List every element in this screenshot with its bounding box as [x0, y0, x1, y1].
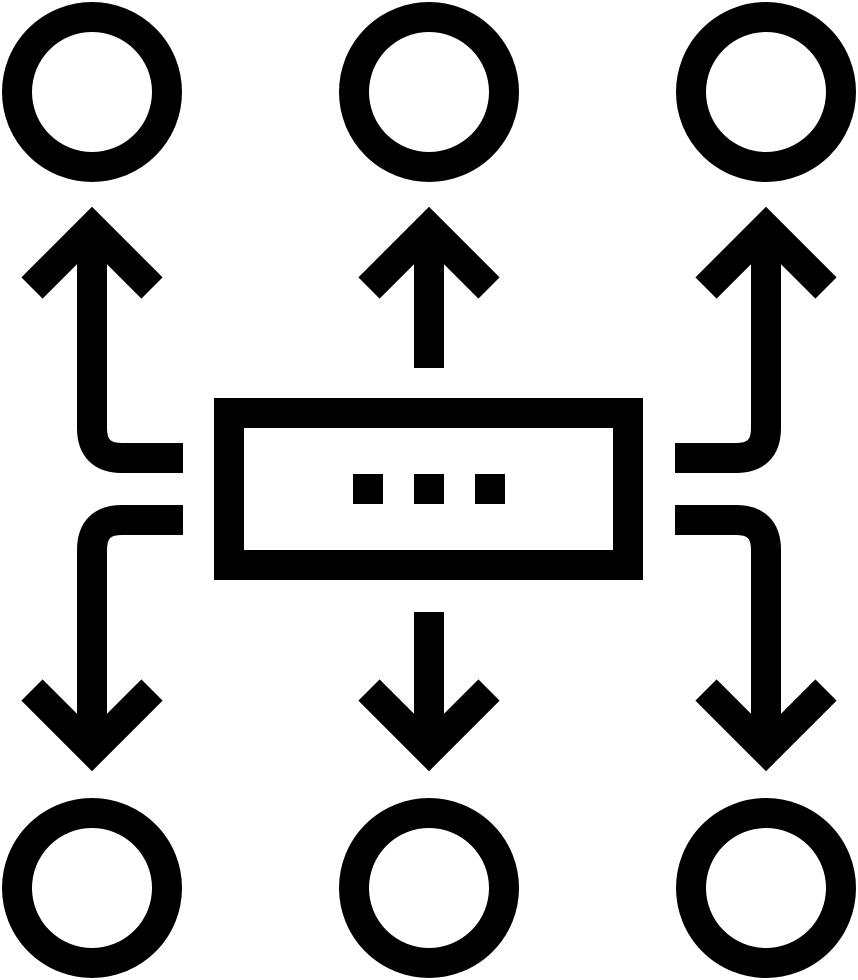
hub-dot — [475, 474, 505, 504]
hub-dot — [353, 474, 383, 504]
node-circle-bottom-center — [339, 798, 519, 978]
arrow-up-right — [675, 206, 837, 473]
node-circle-top-right — [676, 2, 856, 182]
arrow-down-right — [675, 505, 837, 772]
arrow-down-center — [358, 612, 500, 772]
arrow-up-center — [358, 206, 500, 368]
node-circle-bottom-right — [676, 798, 856, 978]
node-circle-bottom-left — [2, 798, 182, 978]
hub-dot — [414, 474, 444, 504]
arrow-down-left — [21, 505, 183, 772]
arrow-up-left — [21, 206, 183, 473]
node-circle-top-center — [339, 2, 519, 182]
node-circle-top-left — [2, 2, 182, 182]
hub-box — [214, 398, 643, 580]
